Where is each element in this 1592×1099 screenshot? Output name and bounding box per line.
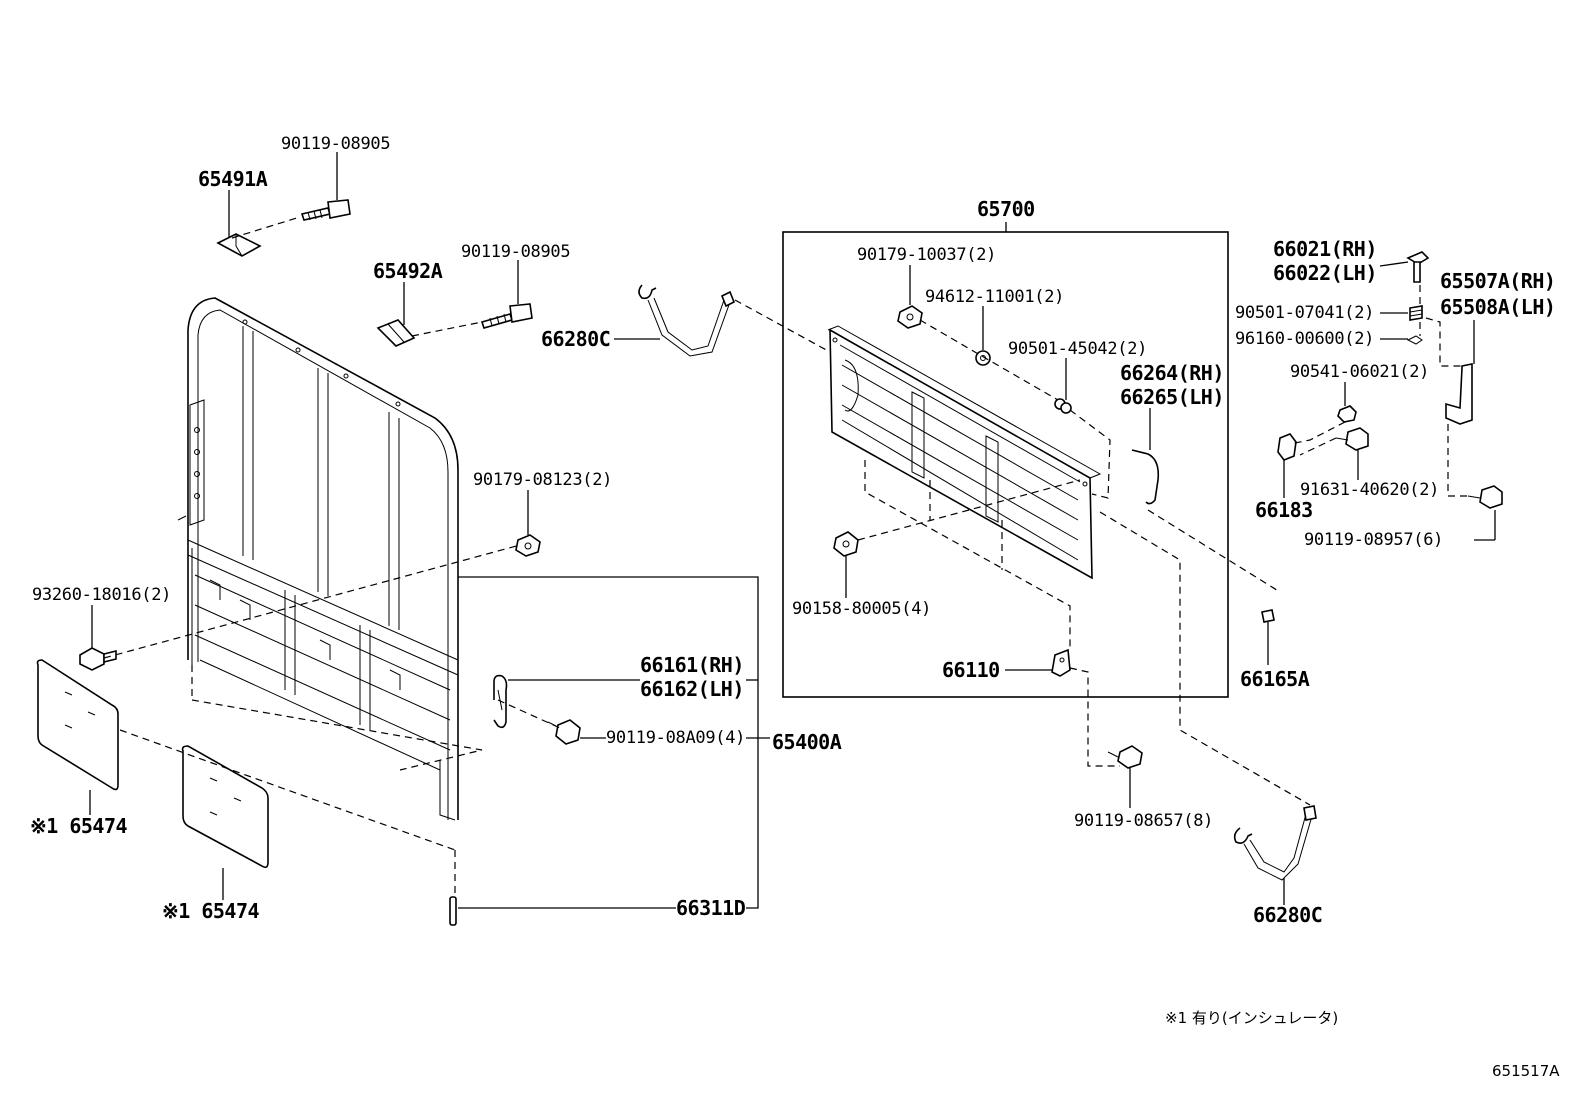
label-94612-11001: 94612-11001(2) [925,287,1064,307]
bracket-65491A [216,233,262,257]
rod-66264-66265 [1131,449,1160,505]
label-65474-a: ※1 65474 [30,814,128,838]
clip-96160-00600 [1406,335,1423,345]
leader-lines [89,152,1496,909]
label-90119-08957: 90119-08957(6) [1304,530,1443,550]
label-65491A: 65491A [198,167,268,191]
label-66264: 66264(RH) [1120,361,1224,385]
label-90119-08657: 90119-08657(8) [1074,811,1213,831]
nut-90179-10037 [897,305,923,329]
latch-66183 [1277,433,1297,461]
tail-gate-drawing [827,325,1102,580]
footnote: ※1 有り(インシュレータ) [1165,1009,1338,1027]
bolt-90541-06021 [1337,405,1357,423]
label-65700: 65700 [977,197,1035,221]
label-66022: 66022(LH) [1273,261,1377,285]
label-65492A: 65492A [373,259,443,283]
label-66311D: 66311D [676,896,746,920]
cable-66280C-top [638,284,736,357]
pin-66311D [449,896,457,926]
label-90179-10037: 90179-10037(2) [857,245,996,265]
bolt-90119-08A09 [547,719,581,745]
label-66280C-bottom: 66280C [1253,903,1322,927]
bolt-90158-80005 [833,531,859,557]
bolt-90119-08905-mid [480,303,533,329]
label-90119-08A09: 90119-08A09(4) [606,728,745,748]
label-90179-08123: 90179-08123(2) [473,470,612,490]
latch-pin-66021 [1406,251,1430,283]
label-66183: 66183 [1255,498,1313,522]
label-90541-06021: 90541-06021(2) [1290,362,1429,382]
rear-frame-drawing [177,297,459,821]
bolt-90119-08957 [1467,485,1503,509]
label-90119-08905-mid: 90119-08905 [461,242,570,262]
label-65474-b: ※1 65474 [162,899,260,923]
label-96160-00600: 96160-00600(2) [1235,329,1374,349]
insulator-pad-65474-b [181,745,269,869]
label-93260-18016: 93260-18016(2) [32,585,171,605]
nut-90179-08123 [515,534,541,557]
label-90501-07041: 90501-07041(2) [1235,303,1374,323]
spring-90501-45042 [1054,398,1072,414]
label-90119-08905-top: 90119-08905 [281,134,390,154]
part-labels: 90119-08905 65491A 65492A 90119-08905 66… [30,134,1560,1080]
bracket-65507A [1445,363,1473,425]
label-66165A: 66165A [1240,667,1310,691]
clip-65492A [376,319,416,347]
label-65400A: 65400A [772,730,842,754]
clip-66165A [1261,609,1275,623]
figure-code: 651517A [1492,1062,1560,1080]
washer-94612-11001 [975,350,991,366]
label-66162: 66162(LH) [640,677,744,701]
bolt-91631-40620 [1335,427,1369,451]
label-65508A: 65508A(LH) [1440,295,1555,319]
assembly-lines [103,216,1468,895]
bolt-90119-08657 [1107,745,1143,769]
label-66021: 66021(RH) [1273,237,1377,261]
insulator-pad-65474-a [36,659,119,791]
label-66110: 66110 [942,658,1000,682]
label-66265: 66265(LH) [1120,385,1224,409]
label-66280C-top: 66280C [541,327,610,351]
label-91631-40620: 91631-40620(2) [1300,480,1439,500]
cable-66280C-bottom [1233,805,1317,881]
spring-90501-07041 [1409,305,1423,321]
label-66161: 66161(RH) [640,653,744,677]
label-90501-45042: 90501-45042(2) [1008,339,1147,359]
hinge-66110 [1051,648,1071,677]
bolt-90119-08905-top [300,199,351,221]
label-65507A: 65507A(RH) [1440,269,1555,293]
bolt-93260-18016 [79,647,117,671]
label-90158-80005: 90158-80005(4) [792,599,931,619]
